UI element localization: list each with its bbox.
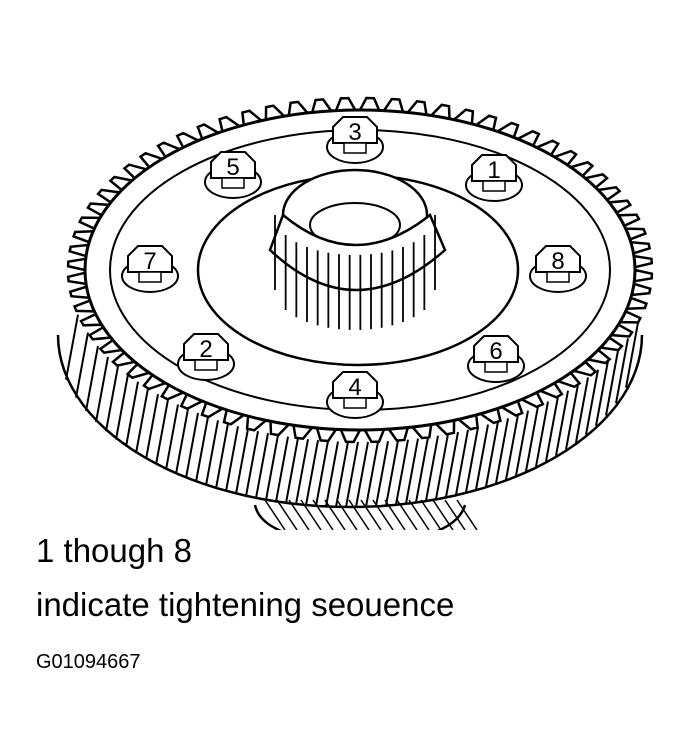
bolt-label-6: 6 [489,338,502,365]
bolt-2: 2 [177,333,235,381]
bolt-label-3: 3 [348,119,361,146]
bolts-group: 3 5 1 7 8 2 6 4 [121,116,587,419]
ring-gear-diagram: 3 5 1 7 8 2 6 4 [56,96,654,530]
bolt-3: 3 [326,116,384,164]
figure-id: G01094667 [36,651,141,673]
bolt-6: 6 [467,335,525,383]
bolt-7: 7 [121,245,179,293]
bolt-label-5: 5 [226,154,239,181]
caption-line-2: indicate tightening seouence [36,586,455,623]
bolt-label-1: 1 [487,157,500,184]
bolt-label-8: 8 [551,248,564,275]
bolt-8: 8 [529,245,587,293]
lower-pinion-hub [253,499,478,530]
caption-line-1: 1 though 8 [36,532,192,569]
bearing-cone [268,168,447,330]
bolt-1: 1 [465,154,523,202]
gear-face-outer-rim [83,108,637,432]
gear-teeth-outline [56,96,654,509]
bolt-label-7: 7 [143,248,156,275]
bolt-label-2: 2 [199,336,212,363]
bolt-4: 4 [326,371,384,419]
bolt-5: 5 [204,151,262,199]
bolt-label-4: 4 [348,374,361,401]
